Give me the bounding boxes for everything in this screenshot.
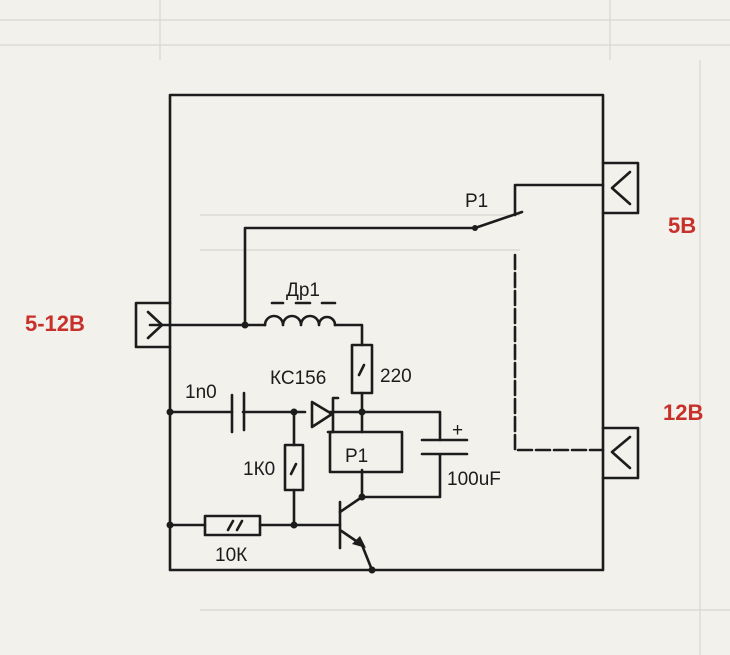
capacitor-1n0-label: 1n0	[185, 382, 217, 403]
resistor-1k0	[283, 443, 305, 492]
input-voltage-label: 5-12В	[25, 311, 85, 336]
capacitor-100uf	[420, 438, 469, 456]
relay-coil-label: P1	[345, 446, 368, 467]
choke-inductor	[263, 301, 337, 327]
resistor-220-label: 220	[380, 366, 412, 387]
relay-coil	[328, 430, 404, 474]
zener-label: КС156	[270, 368, 326, 389]
output-connector-5v	[601, 161, 640, 215]
capacitor-100uf-label: 100uF	[447, 469, 501, 490]
resistor-10k-label: 10К	[215, 545, 247, 566]
junction-dots	[166, 225, 478, 574]
capacitor-1n0	[230, 391, 246, 434]
input-connector	[134, 301, 172, 349]
resistor-220	[350, 343, 374, 395]
output-5v-label: 5В	[668, 213, 696, 238]
zener-diode	[310, 396, 340, 434]
resistor-1k0-label: 1К0	[243, 459, 275, 480]
relay-switch-label: P1	[465, 191, 488, 212]
resistor-10k	[203, 514, 262, 537]
main-wires	[148, 93, 605, 572]
choke-label: Др1	[286, 280, 320, 301]
output-connector-12v	[601, 426, 640, 480]
npn-transistor	[338, 495, 374, 572]
capacitor-plus-label: +	[452, 420, 463, 441]
output-12v-label: 12В	[663, 400, 703, 425]
